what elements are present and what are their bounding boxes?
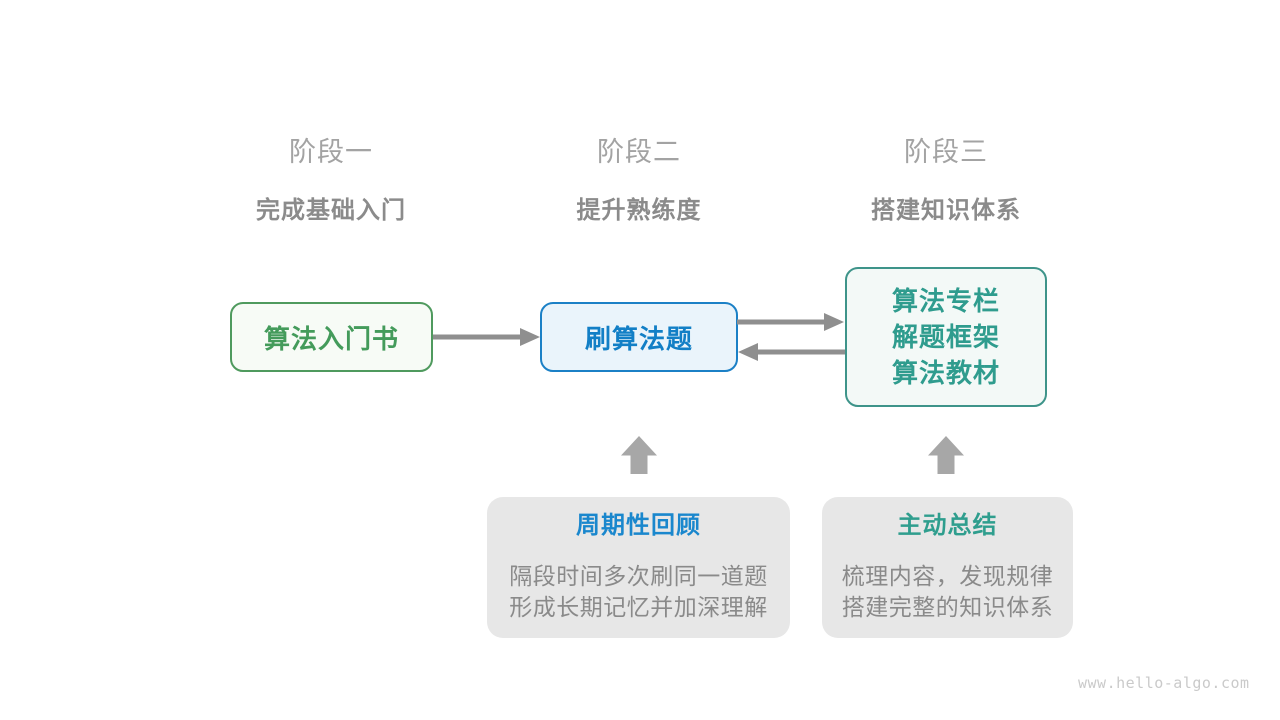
callout-active-summary-body: 梳理内容，发现规律 搭建完整的知识体系 xyxy=(822,561,1073,623)
callout-body-line: 形成长期记忆并加深理解 xyxy=(509,594,768,620)
stage-3-label: 阶段三 xyxy=(904,137,988,167)
stage-2-subtitle: 提升熟练度 xyxy=(576,197,702,224)
node-resource-line-3: 算法教材 xyxy=(891,358,1000,388)
node-intro-book: 算法入门书 xyxy=(230,302,433,372)
stage-1-header: 阶段一 完成基础入门 xyxy=(226,130,436,225)
watermark-url: www.hello-algo.com xyxy=(1078,674,1250,692)
arrow-right-icon xyxy=(737,313,844,331)
callout-periodic-review-body: 隔段时间多次刷同一道题 形成长期记忆并加深理解 xyxy=(487,561,790,623)
stage-1-label: 阶段一 xyxy=(289,137,373,167)
block-arrow-up-icon xyxy=(928,436,964,474)
node-practice-problems-label: 刷算法题 xyxy=(584,323,693,354)
node-resource-line-1: 算法专栏 xyxy=(891,286,1000,316)
callout-body-line: 隔段时间多次刷同一道题 xyxy=(509,563,768,589)
arrow-right-icon xyxy=(433,328,540,346)
arrow-left-icon xyxy=(738,343,845,361)
callout-body-line: 梳理内容，发现规律 xyxy=(841,563,1054,589)
node-resource-line-2: 解题框架 xyxy=(891,322,1000,352)
stage-2-label: 阶段二 xyxy=(597,137,681,167)
node-knowledge-resources: 算法专栏 解题框架 算法教材 xyxy=(845,267,1047,407)
stage-3-subtitle: 搭建知识体系 xyxy=(871,197,1021,224)
callout-periodic-review-title: 周期性回顾 xyxy=(576,512,701,539)
callout-periodic-review: 周期性回顾 隔段时间多次刷同一道题 形成长期记忆并加深理解 xyxy=(487,497,790,638)
callout-body-line: 搭建完整的知识体系 xyxy=(841,594,1054,620)
block-arrow-up-icon xyxy=(621,436,657,474)
node-practice-problems: 刷算法题 xyxy=(540,302,738,372)
callout-active-summary-title: 主动总结 xyxy=(897,512,998,539)
stage-2-header: 阶段二 提升熟练度 xyxy=(534,130,744,225)
callout-active-summary: 主动总结 梳理内容，发现规律 搭建完整的知识体系 xyxy=(822,497,1073,638)
stage-1-subtitle: 完成基础入门 xyxy=(256,197,406,224)
stage-3-header: 阶段三 搭建知识体系 xyxy=(841,130,1051,225)
node-intro-book-label: 算法入门书 xyxy=(263,323,399,354)
